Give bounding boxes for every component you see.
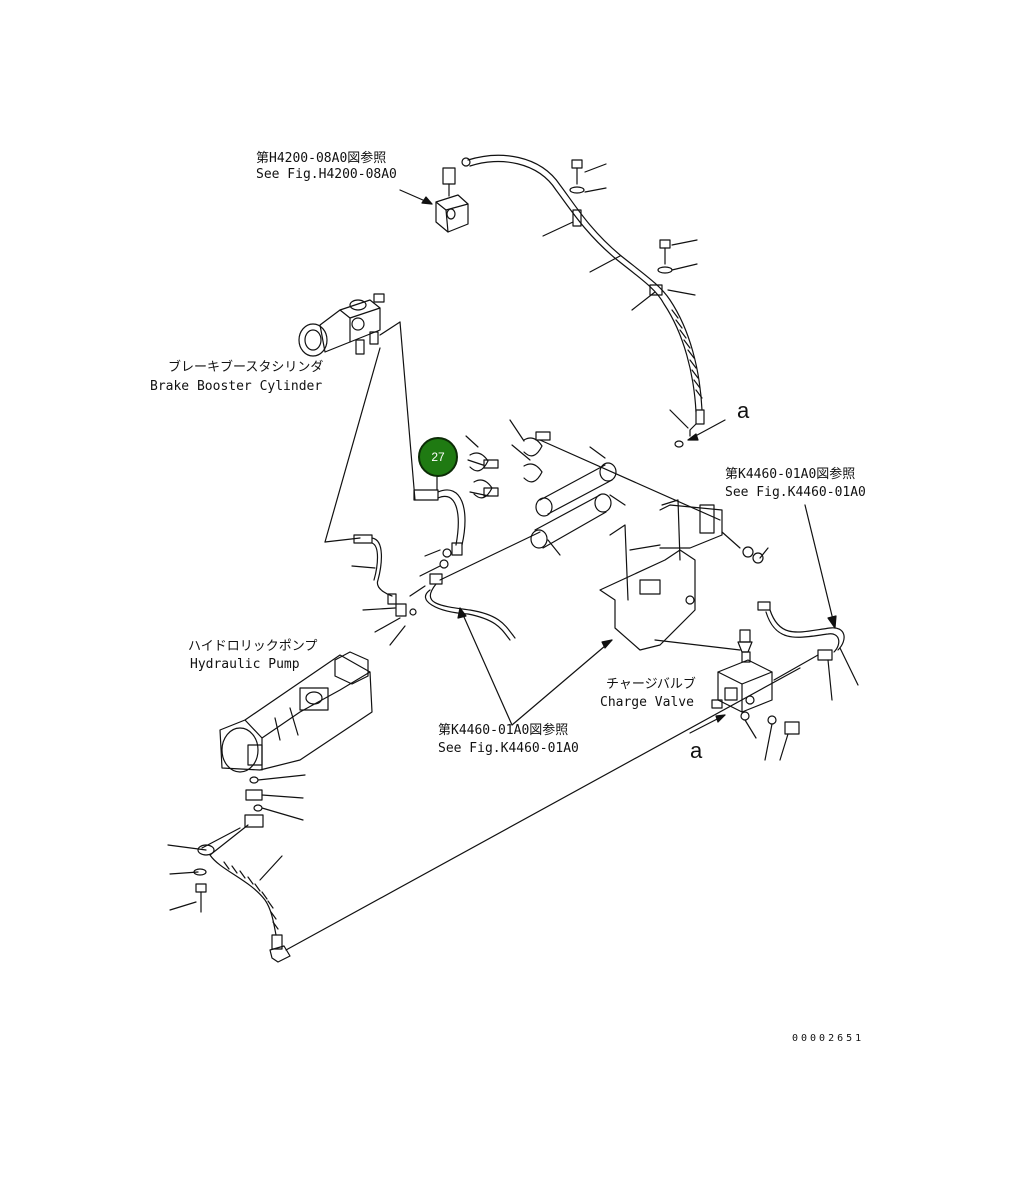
mounting-bracket — [600, 500, 722, 650]
ref-k4460-bottom-en: See Fig.K4460-01A0 — [438, 741, 579, 756]
top-valve-block — [436, 168, 468, 232]
ref-k4460-top-en: See Fig.K4460-01A0 — [725, 485, 866, 500]
brake-booster-label-en: Brake Booster Cylinder — [150, 379, 323, 394]
top-bolts — [570, 160, 672, 295]
ref-k4460-top-jp: 第K4460-01A0図参照 — [725, 467, 856, 482]
top-hose — [462, 155, 704, 436]
hose-27 — [414, 490, 465, 555]
connection-mark-a-bottom: a — [690, 738, 703, 763]
charge-valve-label-jp: チャージバルブ — [606, 677, 696, 692]
clamps-group — [470, 432, 550, 498]
mid-hose-left — [354, 535, 396, 604]
hydraulic-pump-label-jp: ハイドロリックポンプ — [188, 639, 318, 654]
brake-booster-cylinder-drawing — [299, 294, 384, 356]
hydraulic-pump-label-en: Hydraulic Pump — [190, 657, 300, 672]
charge-valve-drawing — [712, 630, 772, 712]
part-callout-27[interactable]: 27 — [418, 437, 458, 477]
bottom-hose — [198, 815, 290, 962]
ref-h4200-en: See Fig.H4200-08A0 — [256, 167, 397, 182]
charge-valve-label-en: Charge Valve — [600, 695, 694, 710]
brake-booster-label-jp: ブレーキブースタシリンダ — [168, 360, 324, 375]
drawing-number: 00002651 — [792, 1033, 865, 1044]
connection-mark-a-top: a — [737, 398, 750, 423]
ref-h4200-jp: 第H4200-08A0図参照 — [256, 151, 387, 166]
hydraulic-pump-drawing — [220, 652, 372, 772]
ref-k4460-bottom-jp: 第K4460-01A0図参照 — [438, 723, 569, 738]
